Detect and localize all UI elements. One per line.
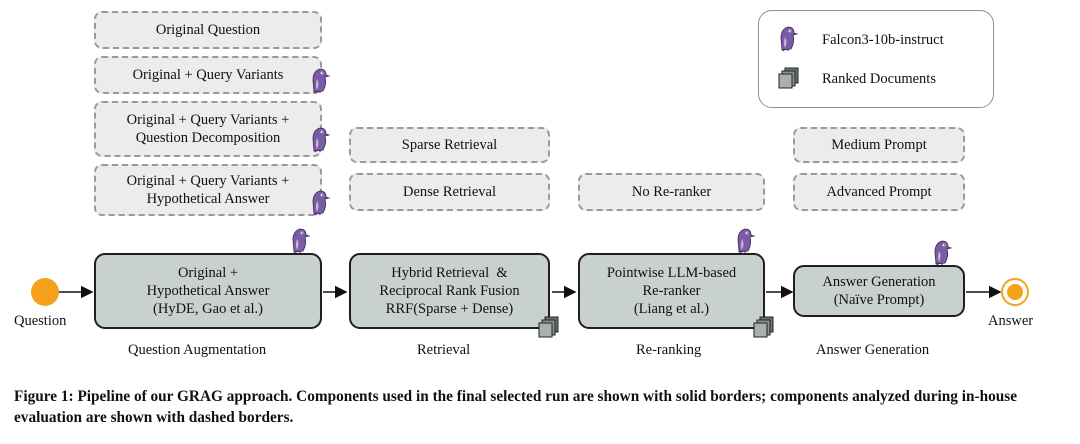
retrieval-line-2: Reciprocal Rank Fusion [379, 282, 520, 299]
stage-label-retrieval: Retrieval [417, 342, 471, 358]
generation-option-medium-prompt: Medium Prompt [793, 127, 965, 163]
augmentation-option-hypothetical-answer: Original + Query Variants + Hypothetical… [94, 164, 322, 216]
question-label: Question [14, 313, 67, 329]
augmentation-line-3: (HyDE, Gao et al.) [153, 301, 263, 318]
augmentation-option-query-variants: Original + Query Variants [94, 56, 322, 94]
generation-line-1: Answer Generation [822, 273, 936, 290]
retrieval-line-1: Hybrid Retrieval & [391, 264, 508, 281]
falcon-bird-icon [292, 228, 311, 254]
question-start-node [31, 278, 59, 306]
augmentation-option-question-decomposition: Original + Query Variants + Question Dec… [94, 101, 322, 157]
reranking-line-3: (Liang et al.) [633, 301, 710, 318]
figure-caption: Figure 1: Pipeline of our GRAG approach.… [14, 388, 1018, 426]
falcon-bird-icon [934, 240, 953, 266]
augmentation-option-original-question: Original Question [94, 11, 322, 49]
reranking-option-none: No Re-ranker [578, 173, 765, 211]
augmentation-line-2: Hypothetical Answer [146, 282, 270, 299]
falcon-bird-icon [312, 127, 331, 153]
reranking-line-2: Re-ranker [642, 282, 701, 299]
retrieval-box: Hybrid Retrieval & Reciprocal Rank Fusio… [349, 253, 550, 329]
ranked-documents-icon [753, 316, 774, 338]
legend-docs-label: Ranked Documents [822, 71, 936, 87]
generation-option-advanced-prompt: Advanced Prompt [793, 173, 965, 211]
retrieval-option-sparse: Sparse Retrieval [349, 127, 550, 163]
falcon-bird-icon [737, 228, 756, 254]
augmentation-line-1: Original + [177, 264, 239, 281]
generation-line-2: (Naïve Prompt) [833, 292, 925, 308]
answer-end-node [1001, 278, 1029, 306]
ranked-documents-icon [778, 67, 799, 89]
reranking-box: Pointwise LLM-based Re-ranker (Liang et … [578, 253, 765, 329]
stage-label-augmentation: Question Augmentation [128, 342, 267, 358]
falcon-bird-icon [780, 26, 799, 52]
retrieval-option-dense: Dense Retrieval [349, 173, 550, 211]
reranking-line-1: Pointwise LLM-based [606, 264, 737, 281]
question-augmentation-box: Original + Hypothetical Answer (HyDE, Ga… [94, 253, 322, 329]
falcon-bird-icon [312, 190, 331, 216]
falcon-bird-icon [312, 68, 331, 94]
answer-label: Answer [988, 313, 1034, 329]
legend-model-label: Falcon3-10b-instruct [822, 32, 944, 48]
answer-generation-box: Answer Generation (Naïve Prompt) [793, 265, 965, 317]
retrieval-line-3: RRF(Sparse + Dense) [385, 301, 514, 318]
stage-label-generation: Answer Generation [816, 342, 930, 358]
ranked-documents-icon [538, 316, 559, 338]
legend-box [758, 10, 994, 108]
stage-label-reranking: Re-ranking [636, 342, 702, 358]
